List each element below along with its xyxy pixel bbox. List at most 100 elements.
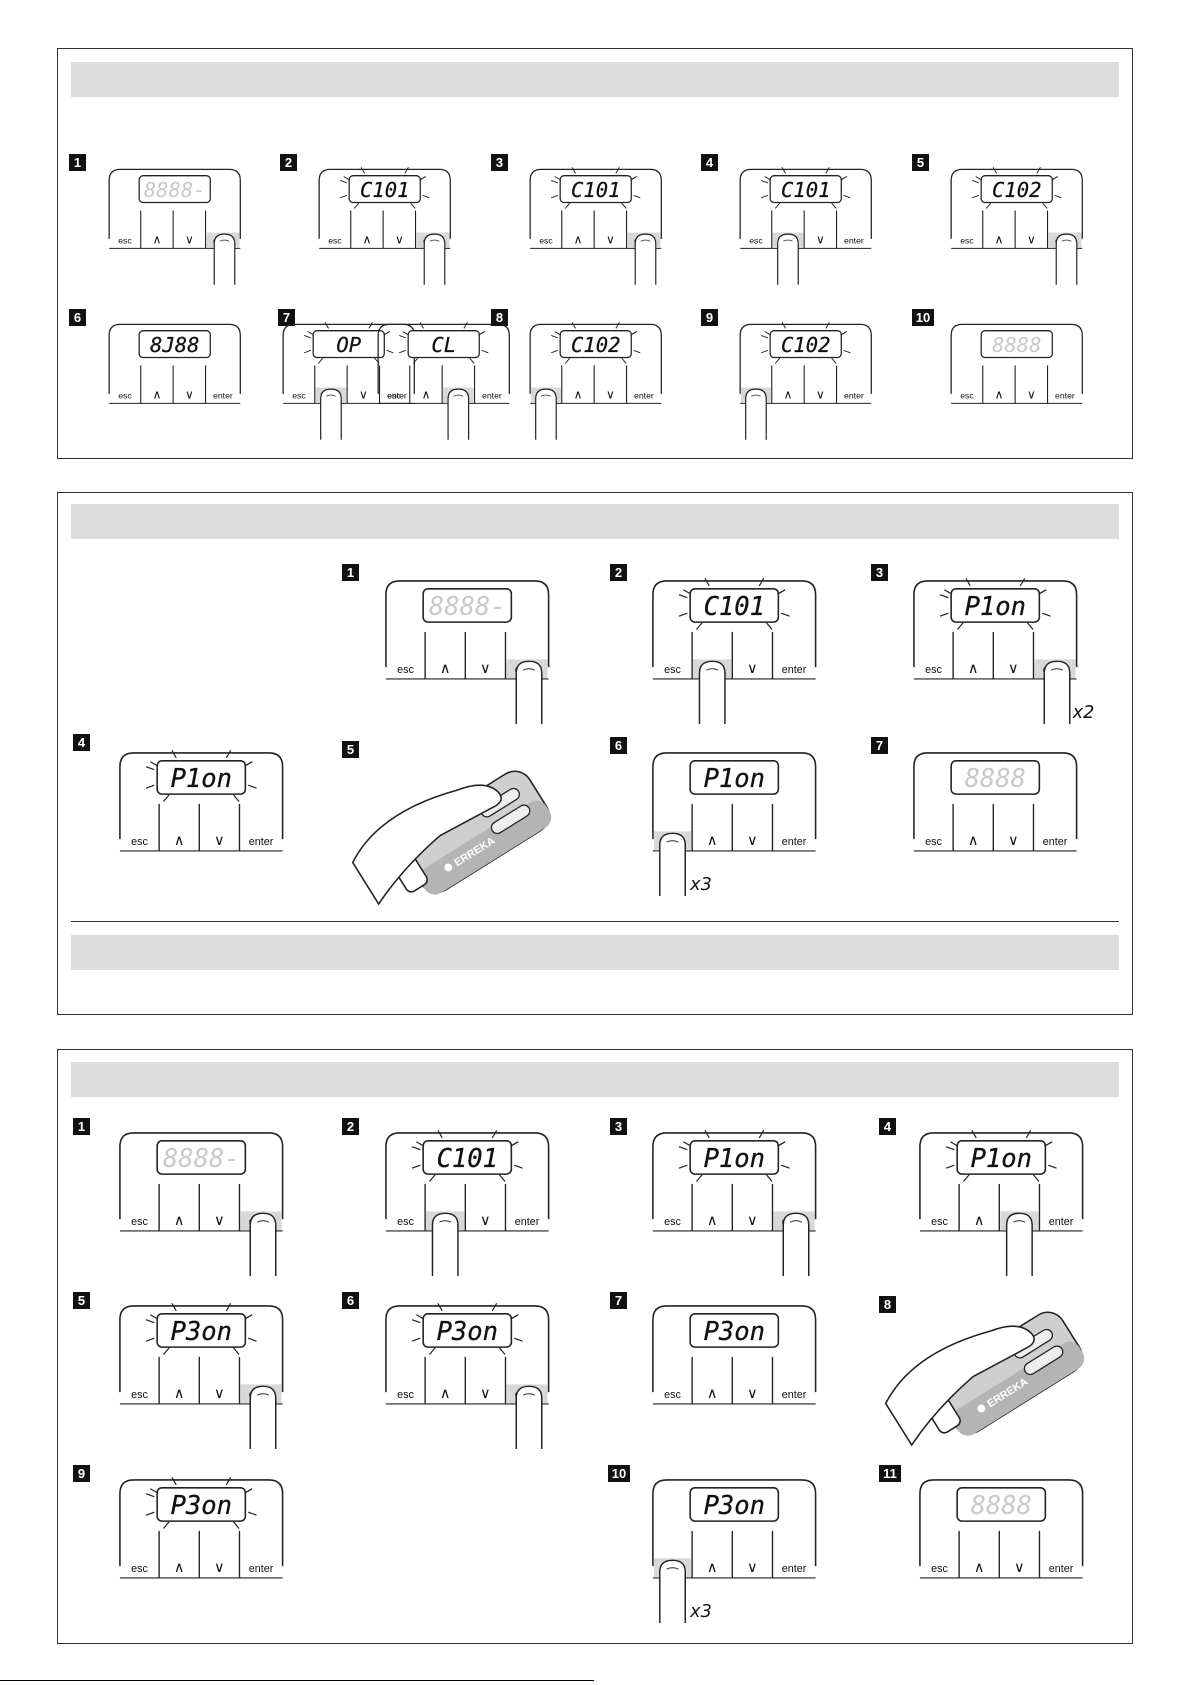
up-button[interactable]: ∧ <box>968 833 979 849</box>
enter-button[interactable]: enter <box>844 236 864 246</box>
enter-button[interactable]: enter <box>782 1563 807 1575</box>
up-button[interactable]: ∧ <box>707 1560 718 1576</box>
up-button[interactable]: ∧ <box>707 1213 718 1229</box>
up-button[interactable]: ∧ <box>707 1386 718 1402</box>
esc-button[interactable]: esc <box>925 836 942 848</box>
down-button[interactable]: ∨ <box>480 1213 491 1229</box>
blink-ray-icon <box>145 766 155 771</box>
down-button[interactable]: ∨ <box>747 1560 758 1576</box>
up-button[interactable]: ∧ <box>153 233 162 247</box>
blink-ray-icon <box>764 176 772 181</box>
up-button[interactable]: ∧ <box>784 388 793 402</box>
enter-button[interactable]: enter <box>387 391 407 401</box>
down-button[interactable]: ∨ <box>214 1213 225 1229</box>
up-button[interactable]: ∧ <box>574 233 583 247</box>
up-button[interactable]: ∧ <box>574 388 583 402</box>
up-button[interactable]: ∧ <box>995 233 1004 247</box>
down-button[interactable]: ∨ <box>747 661 758 677</box>
up-button[interactable]: ∧ <box>968 661 979 677</box>
down-button[interactable]: ∨ <box>359 388 368 402</box>
up-button[interactable]: ∧ <box>707 833 718 849</box>
esc-button[interactable]: esc <box>960 236 974 246</box>
enter-button[interactable]: enter <box>782 1389 807 1401</box>
enter-button[interactable]: enter <box>249 836 274 848</box>
down-button[interactable]: ∨ <box>1008 661 1019 677</box>
up-button[interactable]: ∧ <box>363 233 372 247</box>
esc-button[interactable]: esc <box>931 1563 948 1575</box>
down-button[interactable]: ∨ <box>185 388 194 402</box>
enter-button[interactable]: enter <box>782 836 807 848</box>
enter-button[interactable]: enter <box>1049 1563 1074 1575</box>
up-button[interactable]: ∧ <box>422 388 431 402</box>
enter-button[interactable]: enter <box>249 1563 274 1575</box>
esc-button[interactable]: esc <box>118 236 132 246</box>
blink-ray-icon <box>304 349 312 354</box>
down-button[interactable]: ∨ <box>1014 1560 1025 1576</box>
down-button[interactable]: ∨ <box>214 833 225 849</box>
down-button[interactable]: ∨ <box>1027 388 1036 402</box>
enter-button[interactable]: enter <box>634 391 654 401</box>
esc-button[interactable]: esc <box>931 1216 948 1228</box>
esc-button[interactable]: esc <box>328 236 342 246</box>
esc-button[interactable]: esc <box>925 664 942 676</box>
enter-button[interactable]: enter <box>515 1216 540 1228</box>
esc-button[interactable]: esc <box>664 1389 681 1401</box>
down-button[interactable]: ∨ <box>395 233 404 247</box>
esc-button[interactable]: esc <box>960 391 974 401</box>
enter-button[interactable]: enter <box>1055 391 1075 401</box>
down-button[interactable]: ∨ <box>816 233 825 247</box>
down-button[interactable]: ∨ <box>747 1213 758 1229</box>
esc-button[interactable]: esc <box>749 236 763 246</box>
enter-button[interactable]: enter <box>782 664 807 676</box>
up-button[interactable]: ∧ <box>174 1560 185 1576</box>
up-button[interactable]: ∧ <box>974 1560 985 1576</box>
down-button[interactable]: ∨ <box>1027 233 1036 247</box>
enter-button[interactable]: enter <box>1043 836 1068 848</box>
esc-button[interactable]: esc <box>387 391 401 401</box>
step-number: 8 <box>879 1296 896 1313</box>
down-button[interactable]: ∨ <box>747 833 758 849</box>
down-button[interactable]: ∨ <box>816 388 825 402</box>
esc-button[interactable]: esc <box>664 664 681 676</box>
esc-button[interactable]: esc <box>131 1563 148 1575</box>
down-button[interactable]: ∨ <box>747 1386 758 1402</box>
up-button[interactable]: ∧ <box>995 388 1004 402</box>
down-button[interactable]: ∨ <box>214 1386 225 1402</box>
down-button[interactable]: ∨ <box>214 1560 225 1576</box>
up-button[interactable]: ∧ <box>440 661 451 677</box>
enter-button[interactable]: enter <box>1049 1216 1074 1228</box>
esc-button[interactable]: esc <box>539 236 553 246</box>
enter-button[interactable]: enter <box>844 391 864 401</box>
blink-ray-icon <box>368 321 373 329</box>
esc-button[interactable]: esc <box>131 1216 148 1228</box>
down-button[interactable]: ∨ <box>185 233 194 247</box>
esc-button[interactable]: esc <box>397 664 414 676</box>
up-button[interactable]: ∧ <box>174 1386 185 1402</box>
up-button[interactable]: ∧ <box>153 388 162 402</box>
up-button[interactable]: ∧ <box>174 833 185 849</box>
down-button[interactable]: ∨ <box>1008 833 1019 849</box>
lcd-display <box>980 330 1053 359</box>
blink-ray-icon <box>944 589 953 595</box>
esc-button[interactable]: esc <box>118 391 132 401</box>
esc-button[interactable]: esc <box>131 836 148 848</box>
down-button[interactable]: ∨ <box>606 233 615 247</box>
esc-button[interactable]: esc <box>131 1389 148 1401</box>
enter-button[interactable]: enter <box>482 391 502 401</box>
down-button[interactable]: ∨ <box>480 1386 491 1402</box>
esc-button[interactable]: esc <box>397 1216 414 1228</box>
up-button[interactable]: ∧ <box>974 1213 985 1229</box>
up-button[interactable]: ∧ <box>174 1213 185 1229</box>
esc-button[interactable]: esc <box>397 1389 414 1401</box>
blink-ray-icon <box>145 1511 155 1516</box>
down-button[interactable]: ∨ <box>606 388 615 402</box>
panel-housing <box>119 1132 284 1220</box>
enter-button[interactable]: enter <box>213 391 233 401</box>
esc-button[interactable]: esc <box>292 391 306 401</box>
up-button[interactable]: ∧ <box>440 1386 451 1402</box>
remote-button[interactable] <box>1022 1344 1065 1377</box>
remote-button[interactable] <box>489 803 532 836</box>
down-button[interactable]: ∨ <box>480 661 491 677</box>
esc-button[interactable]: esc <box>664 1216 681 1228</box>
